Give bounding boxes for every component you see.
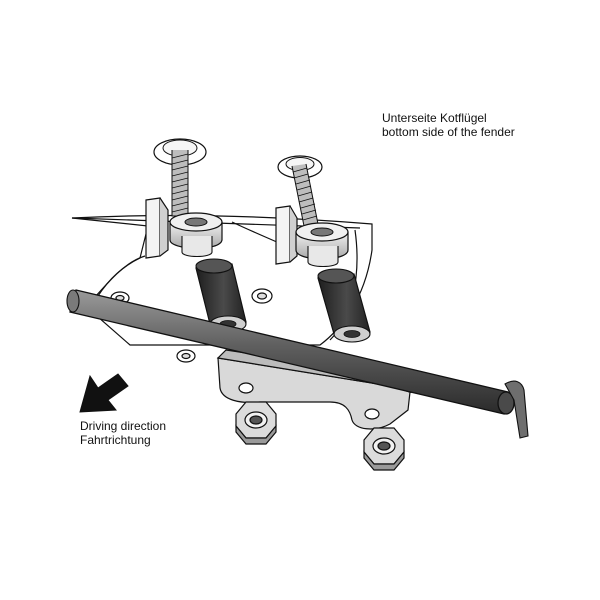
support-rod (66, 289, 529, 439)
fender-label-de: Unterseite Kotflügel (382, 111, 487, 125)
fender-label-en: bottom side of the fender (382, 125, 515, 139)
arrow-down-left-icon (79, 373, 129, 413)
driving-direction-label: Driving direction Fahrtrichtung (80, 419, 166, 447)
left-nut (235, 401, 277, 445)
right-bolt (277, 155, 323, 227)
mounting-bracket (216, 349, 412, 430)
right-spacer (317, 268, 371, 343)
fender-label: Unterseite Kotflügel bottom side of the … (382, 111, 515, 139)
driving-direction-en: Driving direction (80, 419, 167, 433)
right-nut (363, 427, 405, 471)
right-washer (295, 222, 349, 268)
driving-direction-de: Fahrtrichtung (80, 433, 151, 447)
left-washer (169, 212, 223, 258)
left-bolt (153, 138, 207, 217)
